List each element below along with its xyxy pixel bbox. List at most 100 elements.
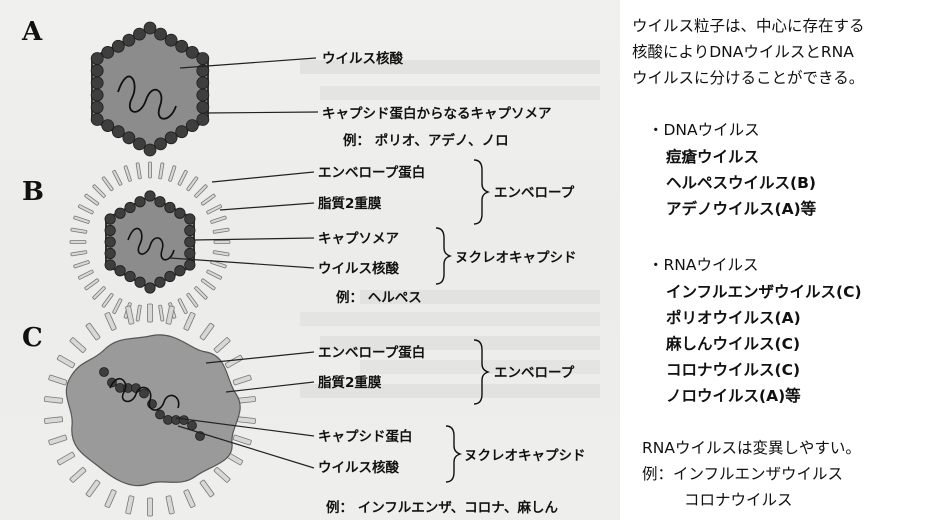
envelope-spike bbox=[200, 278, 216, 291]
envelope-spike bbox=[92, 286, 106, 300]
capsomere bbox=[114, 207, 126, 219]
capsomere bbox=[196, 52, 210, 65]
capsomere bbox=[134, 276, 146, 288]
capsid-protein-bead bbox=[99, 367, 109, 377]
capsomere bbox=[185, 119, 199, 132]
capsomere bbox=[90, 64, 104, 78]
group-b-envelope: エンベロープ bbox=[494, 185, 575, 201]
capsomere bbox=[90, 100, 104, 114]
example-c: 例： インフルエンザ、コロナ、麻しん bbox=[326, 499, 559, 516]
envelope-spike bbox=[73, 215, 90, 224]
envelope-spike bbox=[135, 162, 142, 180]
capsomere bbox=[122, 131, 136, 145]
capsomere bbox=[196, 76, 210, 90]
capsomere bbox=[104, 236, 116, 248]
envelope-spike bbox=[70, 250, 88, 257]
capsomere bbox=[184, 247, 196, 260]
dna-header: ・DNAウイルス bbox=[648, 121, 760, 139]
capsomere bbox=[174, 207, 186, 219]
example-b: 例： ヘルペス bbox=[336, 289, 422, 306]
capsomere bbox=[196, 113, 210, 126]
envelope-spike bbox=[112, 298, 123, 315]
envelope-spike bbox=[69, 467, 87, 483]
capsomere bbox=[114, 265, 126, 277]
envelope-spike bbox=[186, 292, 199, 308]
envelope-spike bbox=[135, 304, 142, 322]
envelope-spike bbox=[224, 354, 244, 369]
envelope-spike bbox=[70, 227, 88, 234]
virus-b bbox=[69, 161, 315, 323]
envelope-spike bbox=[206, 204, 223, 215]
capsid-protein-bead bbox=[179, 415, 189, 426]
capsomere bbox=[124, 270, 136, 283]
capsomere bbox=[185, 46, 199, 59]
virus-c bbox=[44, 303, 315, 517]
panel-letter-a: A bbox=[21, 17, 43, 47]
envelope-spike bbox=[48, 374, 68, 386]
capsomere bbox=[144, 190, 156, 202]
virus-diagram-svg: A ウイルス核酸 キャプシド蛋白からなるキャプソメア 例： ポリオ、アデノ、ノロ… bbox=[21, 17, 600, 517]
envelope-spike bbox=[186, 176, 199, 192]
label-c-nucleic: ウイルス核酸 bbox=[318, 459, 399, 476]
envelope-spike bbox=[165, 305, 175, 325]
capsomere bbox=[133, 137, 146, 151]
envelope-spike bbox=[232, 434, 252, 446]
capsomere bbox=[175, 125, 189, 139]
capsomere bbox=[154, 276, 166, 288]
example-a: 例： ポリオ、アデノ、ノロ bbox=[343, 132, 509, 149]
capsomere bbox=[133, 27, 146, 41]
capsomere bbox=[196, 100, 210, 114]
mutation-note: RNAウイルスは変異しやすい。 bbox=[642, 439, 861, 457]
capsid-protein-bead bbox=[155, 409, 165, 420]
envelope-spike bbox=[73, 260, 90, 269]
label-b-capsomere: キャプソメア bbox=[318, 231, 399, 247]
capsomere bbox=[104, 213, 116, 225]
envelope-spike bbox=[101, 292, 114, 308]
envelope-spike bbox=[84, 278, 100, 291]
capsomere bbox=[111, 125, 125, 139]
capsid-protein-bead bbox=[139, 388, 149, 399]
mutation-example: 例：インフルエンザウイルス bbox=[642, 465, 844, 483]
envelope-spike bbox=[44, 416, 64, 424]
envelope-spike bbox=[168, 165, 177, 182]
label-b-envelope-protein: エンベロープ蛋白 bbox=[318, 164, 425, 181]
intro-line-2: 核酸によりDNAウイルスとRNA bbox=[632, 43, 854, 61]
envelope-spike bbox=[148, 161, 152, 179]
nucleic-acid-a bbox=[117, 75, 177, 120]
mutation-example: コロナウイルス bbox=[684, 491, 793, 509]
envelope-spike bbox=[183, 489, 196, 508]
envelope-spike bbox=[183, 312, 196, 331]
envelope-spike bbox=[56, 354, 76, 369]
envelope-spike bbox=[177, 298, 188, 315]
rna-item: ポリオウイルス(A) bbox=[666, 309, 801, 327]
capsomere bbox=[184, 236, 196, 248]
envelope-spike bbox=[194, 286, 208, 300]
envelope-spike bbox=[77, 269, 94, 280]
envelope-spike bbox=[213, 467, 231, 483]
capsomere bbox=[164, 270, 176, 283]
envelope-spike bbox=[210, 215, 227, 224]
envelope-spike bbox=[125, 305, 135, 325]
capsomere bbox=[124, 201, 136, 214]
capsomere bbox=[111, 39, 125, 53]
rna-item: コロナウイルス(C) bbox=[666, 361, 801, 379]
envelope-spike bbox=[199, 322, 215, 341]
capsomere bbox=[196, 88, 210, 102]
capsomere bbox=[101, 119, 115, 132]
envelope-spike bbox=[194, 184, 208, 198]
dna-item: アデノウイルス(A)等 bbox=[666, 200, 817, 218]
envelope-spike bbox=[85, 479, 101, 498]
group-c-nucleocapsid: ヌクレオキャプシド bbox=[464, 448, 586, 464]
capsomere bbox=[174, 265, 186, 277]
rna-item: ノロウイルス(A)等 bbox=[666, 387, 801, 405]
envelope-spike bbox=[236, 416, 256, 424]
envelope-spike bbox=[177, 169, 188, 186]
rna-item: インフルエンザウイルス(C) bbox=[666, 283, 862, 301]
label-c-envelope-protein: エンベロープ蛋白 bbox=[318, 344, 425, 361]
capsomere bbox=[164, 33, 178, 47]
envelope-spike bbox=[210, 260, 227, 269]
envelope-spike bbox=[77, 204, 94, 215]
brace-b-envelope bbox=[473, 159, 491, 225]
envelope-spike bbox=[123, 165, 132, 182]
group-b-nucleocapsid: ヌクレオキャプシド bbox=[455, 250, 577, 266]
